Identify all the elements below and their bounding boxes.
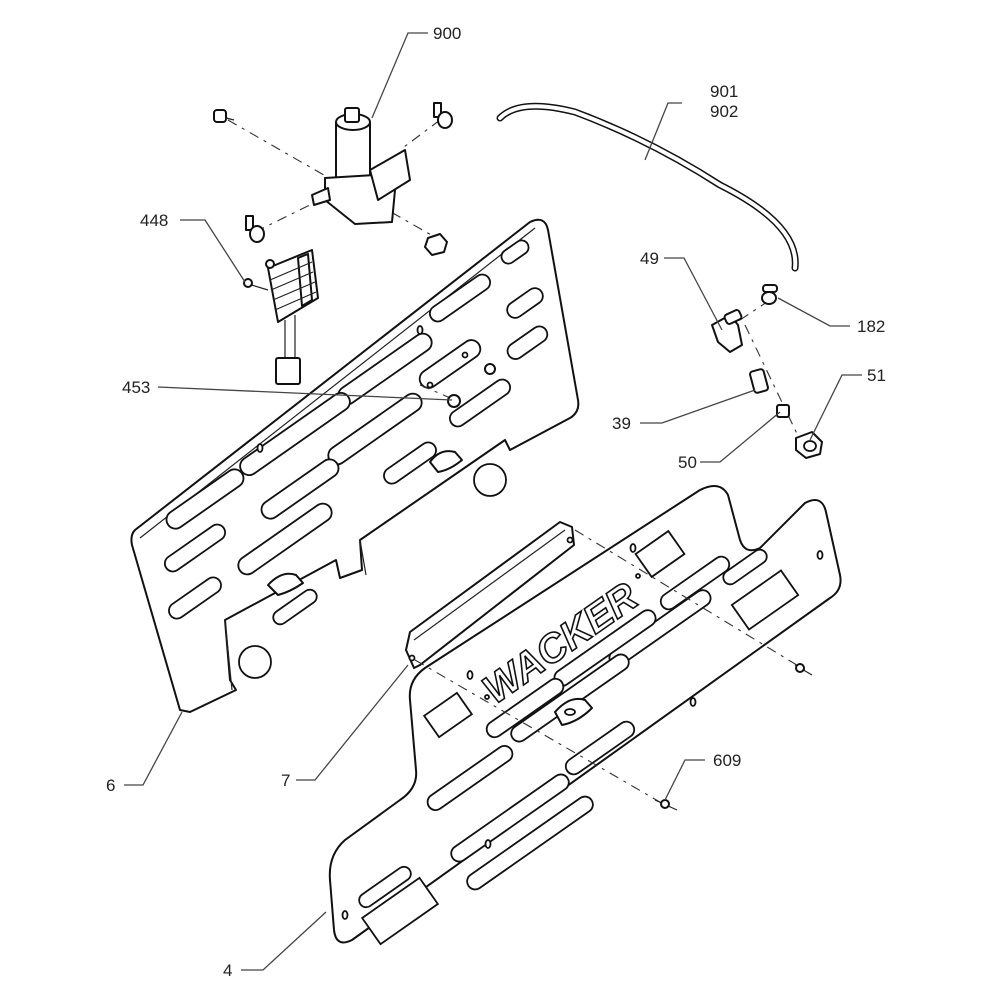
nut-small-2 xyxy=(484,363,496,375)
rivet-bottom xyxy=(654,799,678,811)
cap-nut xyxy=(795,431,823,459)
nut xyxy=(424,233,448,256)
callout-6: 6 xyxy=(106,776,115,795)
nut-small xyxy=(447,394,461,408)
hose-clamp-right xyxy=(761,284,778,305)
callout-50: 50 xyxy=(678,453,697,472)
regulator xyxy=(243,249,319,385)
callout-7: 7 xyxy=(281,771,290,790)
ferrule xyxy=(776,404,790,418)
rivet-right xyxy=(794,663,813,676)
pump-motor xyxy=(311,107,411,225)
spacer-strip xyxy=(405,521,575,669)
elbow-fitting xyxy=(711,309,743,353)
callout-901: 901 xyxy=(710,82,738,101)
callout-453: 453 xyxy=(122,378,150,397)
callout-448: 448 xyxy=(140,211,168,230)
callout-51: 51 xyxy=(867,366,886,385)
leader-lines xyxy=(124,32,862,971)
hose-clamp-top xyxy=(433,102,453,129)
callout-39: 39 xyxy=(612,414,631,433)
sleeve xyxy=(749,368,769,394)
callout-902: 902 xyxy=(710,102,738,121)
hose xyxy=(496,102,799,272)
callout-49: 49 xyxy=(640,249,659,268)
callout-900: 900 xyxy=(433,24,461,43)
back-panel xyxy=(130,218,580,713)
screw xyxy=(213,109,235,123)
front-panel: WACKER xyxy=(328,485,842,946)
callout-182: 182 xyxy=(857,317,885,336)
callout-609: 609 xyxy=(713,751,741,770)
callout-4: 4 xyxy=(223,961,232,980)
hose-clamp-left xyxy=(245,215,265,243)
